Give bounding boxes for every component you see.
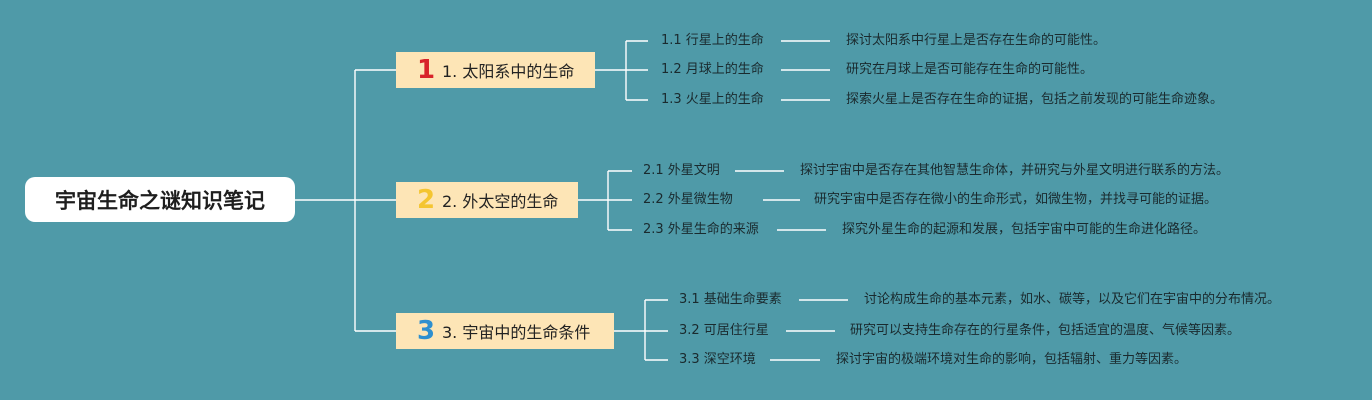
sub-topic-3-1[interactable]: 3.1 基础生命要素: [679, 292, 782, 307]
sub-topic-2-3[interactable]: 2.3 外星生命的来源: [643, 222, 759, 237]
sub-topic-2-2-description: 研究宇宙中是否存在微小的生命形式，如微生物，并找寻可能的证据。: [814, 192, 1218, 207]
sub-topic-1-3-description: 探索火星上是否存在生命的证据，包括之前发现的可能生命迹象。: [846, 92, 1224, 107]
root-title: 宇宙生命之谜知识笔记: [55, 188, 265, 213]
sub-topic-3-1-description: 讨论构成生命的基本元素，如水、碳等，以及它们在宇宙中的分布情况。: [864, 292, 1281, 307]
sub-topic-3-3-description: 探讨宇宙的极端环境对生命的影响，包括辐射、重力等因素。: [836, 352, 1188, 367]
sub-topic-2-1-description: 探讨宇宙中是否存在其他智慧生命体，并研究与外星文明进行联系的方法。: [800, 163, 1230, 178]
sub-topic-1-2[interactable]: 1.2 月球上的生命: [661, 62, 764, 77]
sub-topic-1-3[interactable]: 1.3 火星上的生命: [661, 92, 764, 107]
sub-topic-1-1[interactable]: 1.1 行星上的生命: [661, 33, 764, 48]
sub-topic-3-3[interactable]: 3.3 深空环境: [679, 352, 756, 367]
number-1-badge-icon: 1: [416, 55, 436, 85]
sub-topic-1-2-description: 研究在月球上是否可能存在生命的可能性。: [846, 62, 1094, 77]
branch-label: 3. 宇宙中的生命条件: [442, 323, 591, 342]
sub-topic-3-2[interactable]: 3.2 可居住行星: [679, 323, 769, 338]
sub-topic-3-2-description: 研究可以支持生命存在的行星条件，包括适宜的温度、气候等因素。: [850, 323, 1241, 338]
sub-topic-2-3-description: 探究外星生命的起源和发展，包括宇宙中可能的生命进化路径。: [842, 222, 1207, 237]
branch-label: 2. 外太空的生命: [442, 192, 559, 211]
sub-topic-2-2[interactable]: 2.2 外星微生物: [643, 192, 733, 207]
branch-node-2[interactable]: 2 2. 外太空的生命: [396, 182, 578, 218]
branch-node-3[interactable]: 3 3. 宇宙中的生命条件: [396, 313, 614, 349]
branch-node-1[interactable]: 1 1. 太阳系中的生命: [396, 52, 595, 88]
sub-topic-2-1[interactable]: 2.1 外星文明: [643, 163, 720, 178]
sub-topic-1-1-description: 探讨太阳系中行星上是否存在生命的可能性。: [846, 33, 1107, 48]
branch-label: 1. 太阳系中的生命: [442, 62, 575, 81]
root-node[interactable]: 宇宙生命之谜知识笔记: [25, 177, 295, 222]
number-2-badge-icon: 2: [416, 185, 436, 215]
number-3-badge-icon: 3: [416, 316, 436, 346]
